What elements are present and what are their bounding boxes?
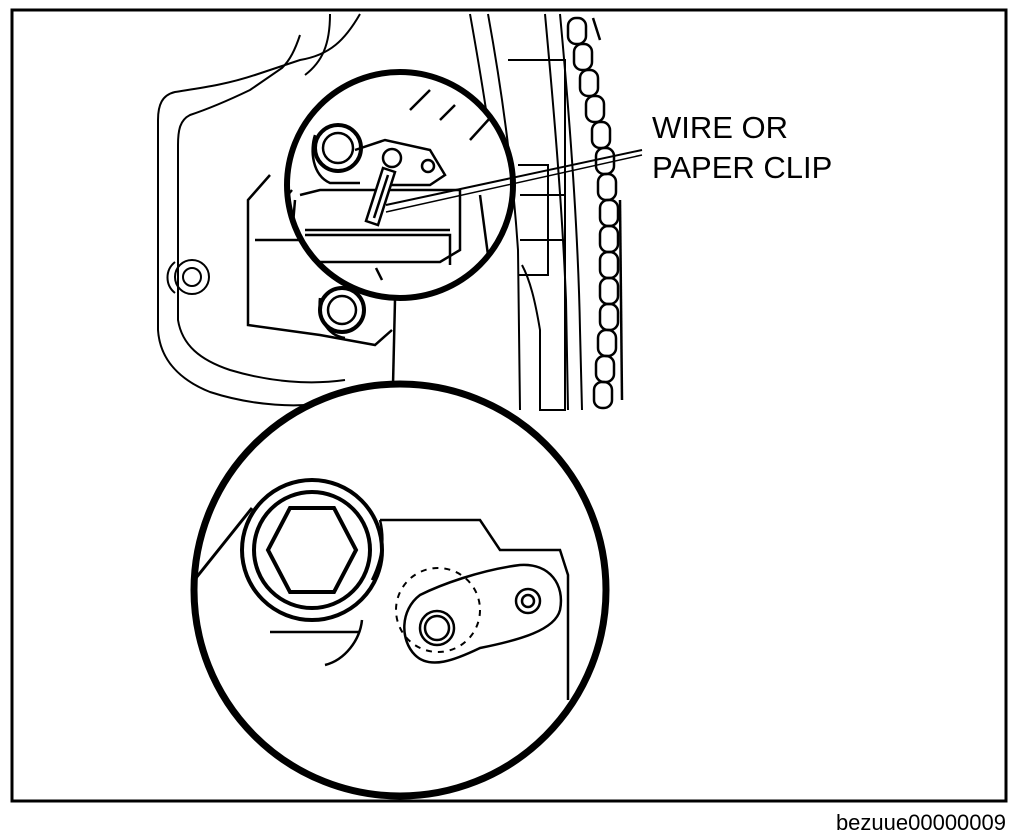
figure-frame [10, 8, 1008, 803]
timing-chain [566, 16, 624, 410]
callout-leader-2 [385, 154, 643, 213]
lower-detail-circle [190, 380, 610, 800]
callout-label-line2: PAPER CLIP [652, 150, 832, 185]
engine-housing [157, 13, 361, 407]
callout-leader [385, 149, 643, 206]
figure-code: bezuue00000009 [836, 810, 1006, 835]
upper-detail-circle [284, 69, 516, 301]
callout-label-line1: WIRE OR [652, 110, 788, 145]
